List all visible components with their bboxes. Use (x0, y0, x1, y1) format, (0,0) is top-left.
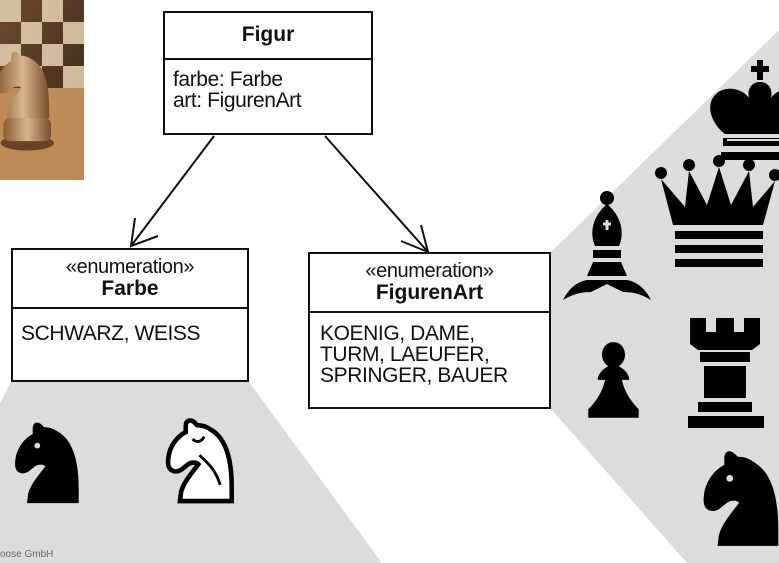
enum-name-farbe: Farbe (101, 277, 159, 300)
chessboard-knight-photo (0, 0, 84, 180)
enum-figurenart-literals: KOENIG, DAME, TURM, LAEUFER, SPRINGER, B… (320, 322, 508, 387)
wooden-knight-icon (0, 51, 54, 151)
black-knight-icon (15, 422, 79, 504)
bishop-icon (563, 191, 651, 300)
class-figur-header: Figur (165, 13, 371, 60)
enum-farbe-stereotype: «enumeration» (65, 256, 195, 278)
knight-icon (703, 451, 779, 546)
enum-figurenart: «enumeration» FigurenArt KOENIG, DAME, T… (308, 252, 551, 409)
class-figur: Figur farbe: Farbe art: FigurenArt (163, 11, 373, 135)
association-figur-figurenart (324, 135, 430, 254)
queen-icon (655, 155, 779, 267)
enum-farbe-literals: SCHWARZ, WEISS (21, 322, 201, 345)
class-figur-attributes: farbe: Farbe art: FigurenArt (173, 68, 302, 112)
enum-farbe: «enumeration» Farbe SCHWARZ, WEISS (11, 248, 249, 382)
class-name-figur: Figur (241, 23, 295, 46)
enum-farbe-header: «enumeration» Farbe (13, 250, 247, 309)
king-icon (710, 60, 779, 160)
association-figur-farbe (129, 135, 215, 248)
white-knight-icon (168, 420, 232, 501)
enum-figurenart-stereotype: «enumeration» (365, 260, 494, 282)
enum-figurenart-header: «enumeration» FigurenArt (310, 254, 549, 313)
copyright-text: oose GmbH (0, 549, 54, 560)
enum-name-figurenart: FigurenArt (375, 281, 484, 304)
rook-icon (688, 318, 764, 428)
